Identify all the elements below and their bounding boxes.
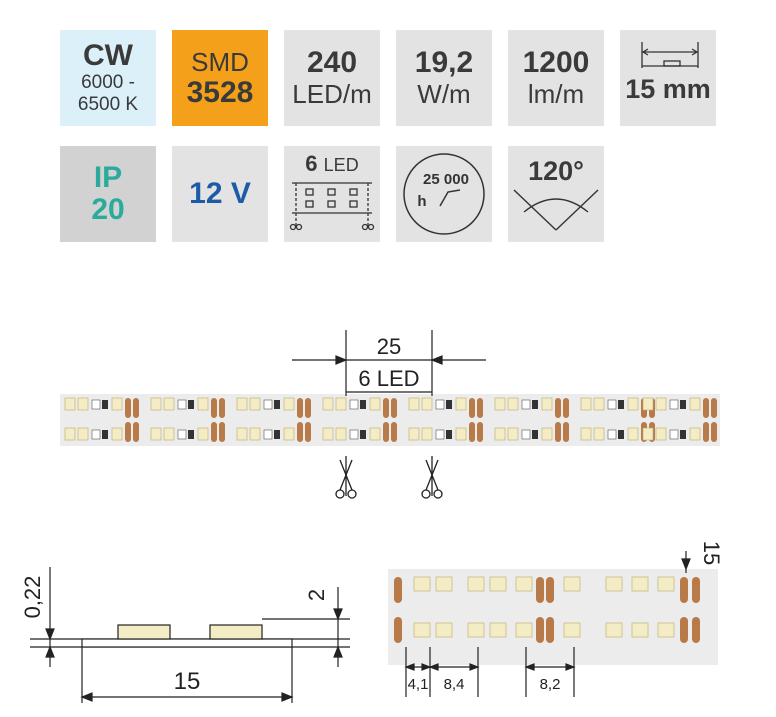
tile-led-density: 240 LED/m [284, 30, 380, 126]
led-chip [117, 624, 171, 640]
segment-leds-label: 6 LED [358, 366, 419, 391]
tile-color-temperature: CW 6000 - 6500 K [60, 30, 156, 126]
flux-value: 1200 [522, 46, 590, 79]
power-value: 19,2 [414, 46, 474, 79]
density-unit: LED/m [292, 79, 372, 109]
pitch-b-label: 8,4 [444, 676, 465, 693]
ip-line2: 20 [91, 193, 125, 226]
lifetime-clock-icon: 25 000 h [403, 153, 485, 235]
cross-width-label: 15 [174, 668, 201, 695]
tile-ip-rating: IP 20 [60, 146, 156, 242]
color-range-line1: 6000 - [81, 72, 135, 93]
detail-width-label: 15 [699, 541, 724, 565]
segment-count: 6 [305, 151, 318, 176]
width-value: 15 mm [625, 74, 711, 104]
segment-length-label: 25 [377, 334, 401, 359]
tile-strip-width: 15 mm [620, 30, 716, 126]
chip-line2: 3528 [186, 76, 254, 109]
tile-chip-type: SMD 3528 [172, 30, 268, 126]
tile-voltage: 12 V [172, 146, 268, 242]
chip-line1: SMD [191, 47, 249, 77]
cross-section-diagram: 0,22 2 15 [20, 567, 350, 703]
lifetime-unit: h [417, 193, 426, 210]
lifetime-value: 25 000 [423, 171, 469, 188]
detail-pads [394, 577, 700, 643]
pitch-a-label: 4,1 [408, 676, 429, 693]
segment-unit: LED [323, 155, 359, 175]
width-dimension-icon [641, 42, 699, 68]
tile-beam-angle: 120° [508, 146, 604, 242]
tile-luminous-flux: 1200 lm/m [508, 30, 604, 126]
beam-angle-icon [513, 189, 599, 231]
power-unit: W/m [417, 79, 471, 109]
segment-cut-icon [289, 182, 375, 231]
segment-label: 6 LED [305, 152, 358, 177]
color-code: CW [83, 39, 133, 72]
strip-detail-diagram: 15 4,1 8,4 8,2 [388, 541, 724, 697]
color-range-line2: 6500 K [77, 94, 139, 115]
tile-lifetime: 25 000 h [396, 146, 492, 242]
angle-value: 120° [528, 156, 584, 186]
pitch-c-label: 8,2 [540, 676, 561, 693]
tile-power: 19,2 W/m [396, 30, 492, 126]
strip-segment-diagram: 25 6 LED [60, 330, 720, 499]
led-chip [209, 624, 263, 640]
thickness-label: 0,22 [20, 576, 45, 619]
density-value: 240 [306, 46, 358, 79]
scissors-icon [421, 456, 443, 499]
ip-line1: IP [93, 161, 123, 194]
flux-unit: lm/m [527, 79, 585, 109]
segment-dimension [292, 330, 486, 396]
height-label: 2 [304, 589, 329, 601]
voltage-value: 12 V [189, 177, 251, 210]
scissors-icon [335, 456, 357, 499]
tile-segment: 6 LED [284, 146, 380, 242]
